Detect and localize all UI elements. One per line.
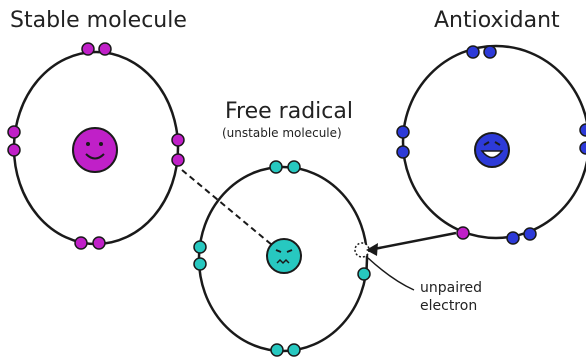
grinning-face-icon — [474, 132, 510, 168]
electron — [81, 42, 95, 56]
distressed-face-icon — [266, 238, 302, 274]
electron — [171, 133, 185, 147]
smiling-face-icon — [72, 127, 118, 173]
dashed-attraction-line — [181, 169, 273, 246]
electron — [483, 45, 497, 59]
electron — [92, 236, 106, 250]
electron — [396, 125, 410, 139]
electron — [270, 343, 284, 357]
antioxidant-molecule — [396, 44, 586, 245]
free-radical-electrons — [193, 160, 371, 357]
electron-donation-arrow — [366, 231, 457, 256]
electron — [287, 343, 301, 357]
free-radical-molecule — [193, 160, 371, 357]
electron — [269, 160, 283, 174]
electron — [98, 42, 112, 56]
unpaired-electron-leader — [367, 257, 415, 291]
electron — [579, 123, 586, 137]
electron — [357, 267, 371, 281]
stable-molecule-title: Stable molecule — [10, 8, 187, 33]
electron — [74, 236, 88, 250]
electron — [466, 45, 480, 59]
antioxidant-electrons — [396, 45, 586, 245]
free-radical-subtitle: (unstable molecule) — [222, 126, 342, 140]
electron — [506, 231, 520, 245]
electron — [193, 240, 207, 254]
transferred-electron — [456, 226, 470, 240]
electron — [396, 145, 410, 159]
electron — [171, 153, 185, 167]
electron — [7, 125, 21, 139]
electron — [579, 141, 586, 155]
stable-electrons — [7, 42, 185, 250]
free-radical-title: Free radical — [225, 99, 353, 124]
unpaired-electron-label-line2: electron — [420, 298, 477, 314]
antioxidant-orbit — [401, 44, 586, 240]
electron — [7, 143, 21, 157]
electron — [287, 160, 301, 174]
unpaired-electron-label-line1: unpaired — [420, 280, 482, 296]
antioxidant-title: Antioxidant — [434, 8, 560, 33]
stable-molecule — [7, 42, 185, 250]
electron — [193, 257, 207, 271]
electron — [523, 227, 537, 241]
